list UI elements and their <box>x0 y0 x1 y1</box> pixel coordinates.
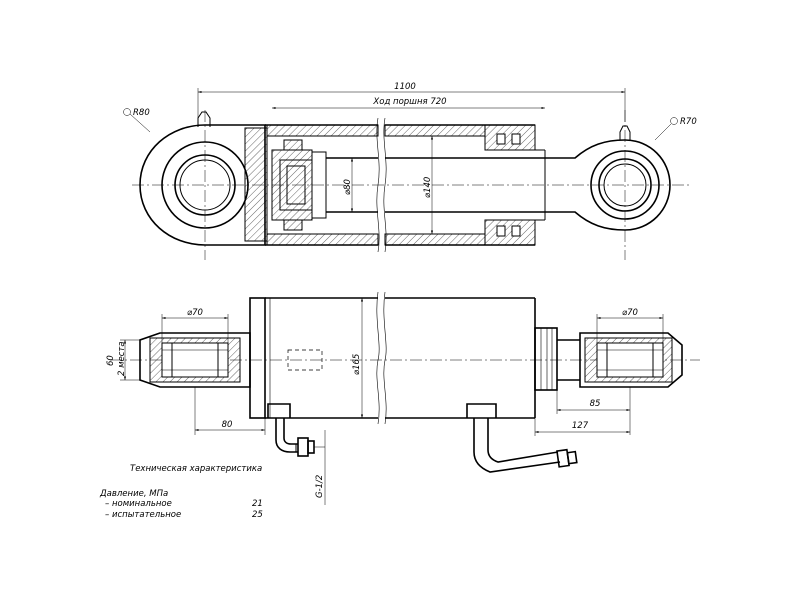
spec-row-test-label: – испытательное <box>105 510 181 520</box>
eye-width-note: 2 места <box>117 341 127 376</box>
specs-title: Техническая характеристика <box>130 464 262 474</box>
right-offset-label: 85 <box>590 399 601 409</box>
piston-stroke-label: Ход поршня 720 <box>372 97 446 107</box>
outer-diameter-label: ⌀165 <box>352 354 362 375</box>
spec-row-nominal-label: – номинальное <box>105 499 172 509</box>
top-section-view: 1100 Ход поршня 720 R80 R70 ⌀80 ⌀140 <box>123 82 697 260</box>
radius-right-label: R70 <box>680 117 697 127</box>
spec-row-test-value: 25 <box>252 510 263 520</box>
technical-specs: Техническая характеристика Давление, МПа… <box>99 464 263 520</box>
overall-length-label: 1100 <box>394 82 416 92</box>
right-offset-total-label: 127 <box>572 421 589 431</box>
port-thread-label: G-1/2 <box>315 475 325 498</box>
rod-diameter-label: ⌀80 <box>343 179 353 195</box>
eye-width-label: 60 <box>106 355 116 366</box>
bore-diameter-label: ⌀140 <box>423 177 433 198</box>
radius-left-label: R80 <box>133 108 150 118</box>
bottom-side-view: ⌀70 ⌀70 60 2 места ⌀165 80 85 127 G-1/2 <box>106 291 700 505</box>
spec-row-nominal-value: 21 <box>252 499 263 509</box>
pin-diameter-left-label: ⌀70 <box>187 308 203 318</box>
pin-diameter-right-label: ⌀70 <box>622 308 638 318</box>
pressure-label: Давление, МПа <box>99 489 168 499</box>
left-offset-label: 80 <box>222 420 233 430</box>
